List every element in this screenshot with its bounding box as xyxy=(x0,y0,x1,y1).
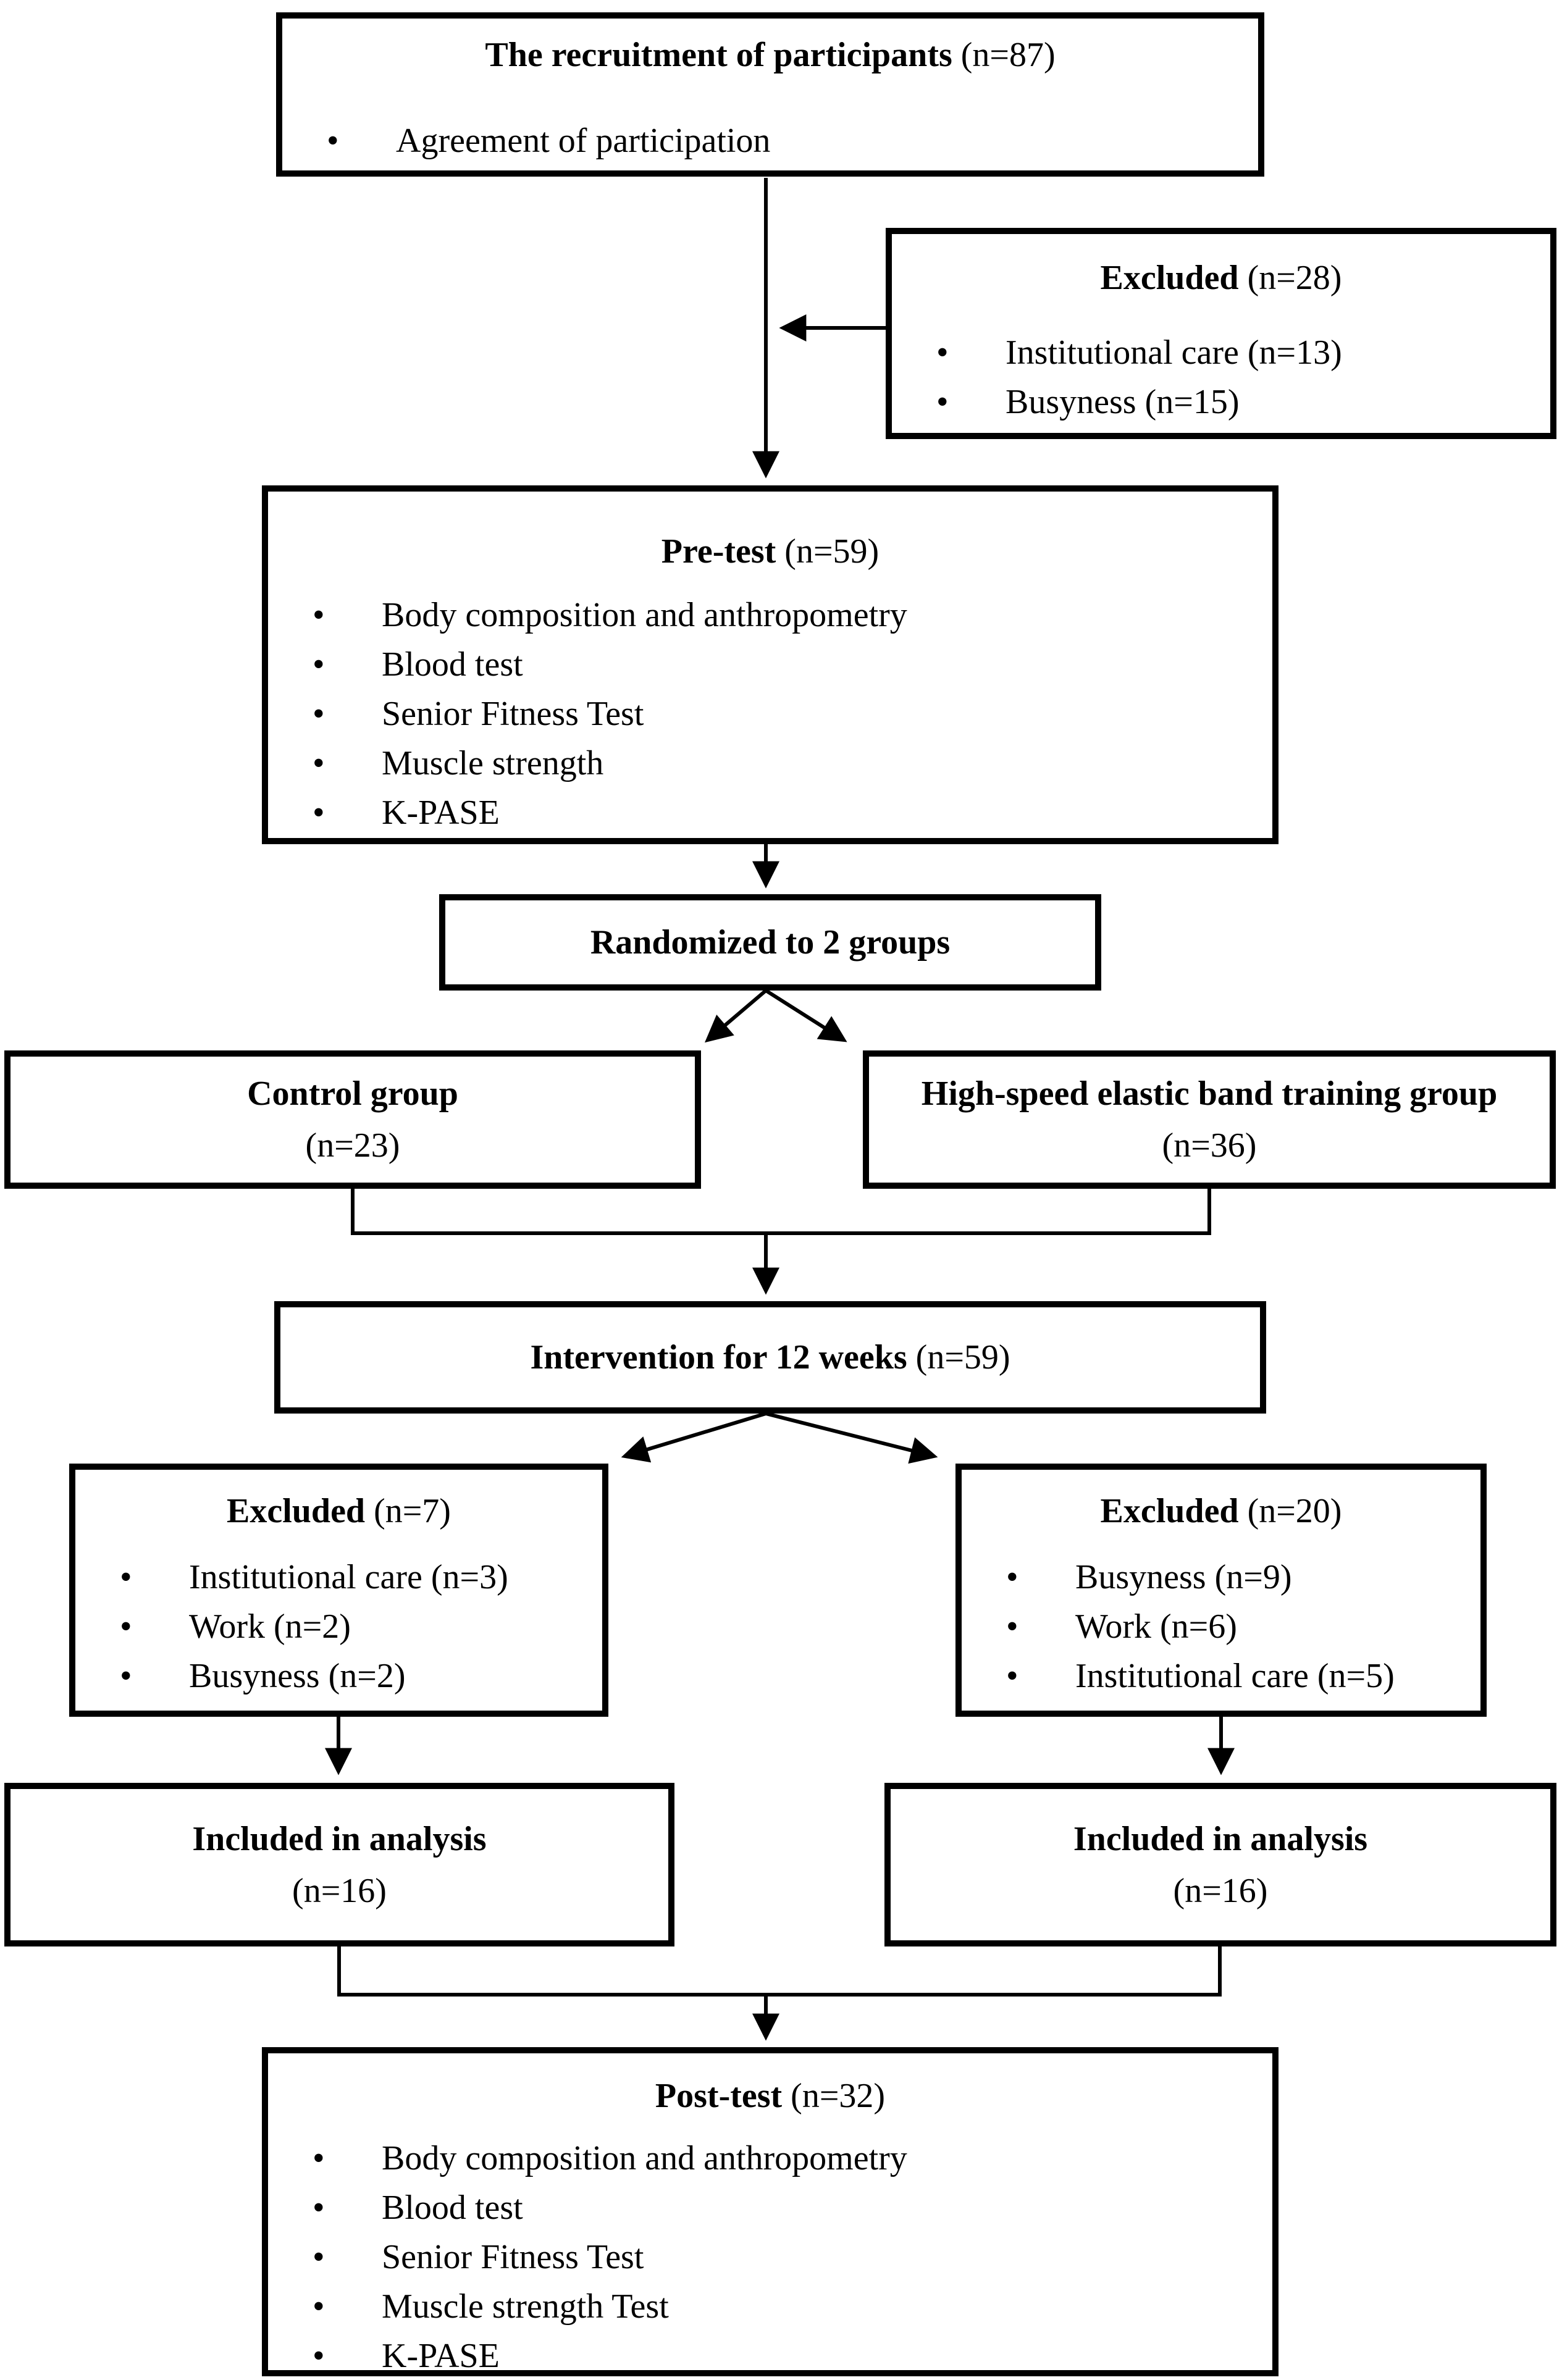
control-title: Control group xyxy=(10,1072,695,1115)
connector-included-join xyxy=(337,1946,1222,1997)
included-control-title: Included in analysis xyxy=(10,1817,668,1861)
box-posttest: Post-test (n=32) Body composition and an… xyxy=(262,2047,1279,2380)
included-control-title-bold: Included in analysis xyxy=(192,1819,487,1858)
recruitment-title-n: (n=87) xyxy=(952,36,1056,74)
bullet-item: Busyness (n=9) xyxy=(1006,1552,1468,1602)
included-training-title: Included in analysis xyxy=(891,1817,1550,1861)
bullet-item: Body composition and anthropometry xyxy=(313,2134,1260,2183)
bullet-item: Institutional care (n=13) xyxy=(936,328,1538,377)
box-randomized: Randomized to 2 groups xyxy=(439,894,1101,991)
bullet-item: K-PASE xyxy=(313,788,1260,837)
box-control-group: Control group (n=23) xyxy=(4,1050,701,1189)
bullet-item: Agreement of participation xyxy=(327,116,1246,166)
bullet-item: Muscle strength Test xyxy=(313,2282,1260,2331)
bullet-item: Body composition and anthropometry xyxy=(313,590,1260,640)
bullet-item: Blood test xyxy=(313,2183,1260,2232)
posttest-title-bold: Post-test xyxy=(655,2077,783,2115)
excluded-initial-title: Excluded (n=28) xyxy=(892,256,1550,300)
bullet-item: K-PASE xyxy=(313,2331,1260,2380)
bullet-item: Blood test xyxy=(313,640,1260,689)
box-included-control: Included in analysis (n=16) xyxy=(4,1783,674,1946)
randomized-title-bold: Randomized to 2 groups xyxy=(590,923,951,962)
intervention-title-bold: Intervention for 12 weeks xyxy=(530,1338,907,1376)
excluded-training-title-bold: Excluded xyxy=(1100,1492,1239,1530)
excluded-control-title: Excluded (n=7) xyxy=(75,1490,602,1533)
bullet-item: Busyness (n=15) xyxy=(936,377,1538,427)
recruitment-title: The recruitment of participants (n=87) xyxy=(282,33,1258,77)
pretest-title-bold: Pre-test xyxy=(661,532,776,571)
training-title-bold: High-speed elastic band training group xyxy=(921,1075,1498,1113)
posttest-bullets: Body composition and anthropometry Blood… xyxy=(268,2134,1272,2380)
intervention-title-n: (n=59) xyxy=(907,1338,1010,1376)
randomized-title: Randomized to 2 groups xyxy=(445,921,1095,964)
control-n: (n=23) xyxy=(305,1126,400,1165)
included-training-n: (n=16) xyxy=(1173,1871,1268,1910)
excluded-control-bullets: Institutional care (n=3) Work (n=2) Busy… xyxy=(75,1552,602,1701)
pretest-title: Pre-test (n=59) xyxy=(268,530,1272,573)
intervention-title: Intervention for 12 weeks (n=59) xyxy=(280,1336,1260,1379)
excluded-control-title-n: (n=7) xyxy=(365,1492,451,1530)
excluded-initial-title-n: (n=28) xyxy=(1238,259,1342,297)
posttest-title: Post-test (n=32) xyxy=(268,2074,1272,2118)
bullet-item: Muscle strength xyxy=(313,739,1260,788)
bullet-item: Busyness (n=2) xyxy=(120,1651,590,1701)
box-excluded-initial: Excluded (n=28) Institutional care (n=13… xyxy=(886,228,1556,439)
bullet-item: Institutional care (n=5) xyxy=(1006,1651,1468,1701)
box-included-training: Included in analysis (n=16) xyxy=(884,1783,1556,1946)
excluded-training-title: Excluded (n=20) xyxy=(962,1490,1480,1533)
box-recruitment: The recruitment of participants (n=87) A… xyxy=(276,12,1264,177)
recruitment-bullets: Agreement of participation xyxy=(282,116,1258,166)
excluded-control-title-bold: Excluded xyxy=(227,1492,366,1530)
connector-groups-join xyxy=(351,1189,1211,1235)
arrow-randomized-to-control xyxy=(704,989,767,1043)
bullet-item: Work (n=2) xyxy=(120,1602,590,1651)
bullet-item: Senior Fitness Test xyxy=(313,689,1260,739)
included-training-title-bold: Included in analysis xyxy=(1073,1819,1368,1858)
arrow-randomized-to-highspeed xyxy=(765,989,847,1042)
box-excluded-training: Excluded (n=20) Busyness (n=9) Work (n=6… xyxy=(955,1464,1487,1717)
posttest-title-n: (n=32) xyxy=(782,2077,886,2115)
training-n: (n=36) xyxy=(1162,1126,1257,1165)
training-title: High-speed elastic band training group xyxy=(869,1072,1550,1115)
pretest-bullets: Body composition and anthropometry Blood… xyxy=(268,590,1272,837)
bullet-item: Institutional care (n=3) xyxy=(120,1552,590,1602)
excluded-initial-title-bold: Excluded xyxy=(1100,259,1239,297)
box-pretest: Pre-test (n=59) Body composition and ant… xyxy=(262,485,1279,844)
control-title-bold: Control group xyxy=(247,1075,458,1113)
bullet-item: Senior Fitness Test xyxy=(313,2232,1260,2282)
recruitment-title-bold: The recruitment of participants xyxy=(485,36,952,74)
box-excluded-control: Excluded (n=7) Institutional care (n=3) … xyxy=(69,1464,608,1717)
bullet-item: Work (n=6) xyxy=(1006,1602,1468,1651)
included-control-n: (n=16) xyxy=(292,1871,387,1910)
excluded-initial-bullets: Institutional care (n=13) Busyness (n=15… xyxy=(892,328,1550,427)
excluded-training-title-n: (n=20) xyxy=(1238,1492,1342,1530)
pretest-title-n: (n=59) xyxy=(776,532,880,571)
box-training-group: High-speed elastic band training group (… xyxy=(863,1050,1556,1189)
excluded-training-bullets: Busyness (n=9) Work (n=6) Institutional … xyxy=(962,1552,1480,1701)
box-intervention: Intervention for 12 weeks (n=59) xyxy=(274,1301,1266,1414)
arrow-intervention-to-excluded-left xyxy=(621,1412,766,1463)
arrow-intervention-to-excluded-right xyxy=(765,1412,938,1464)
